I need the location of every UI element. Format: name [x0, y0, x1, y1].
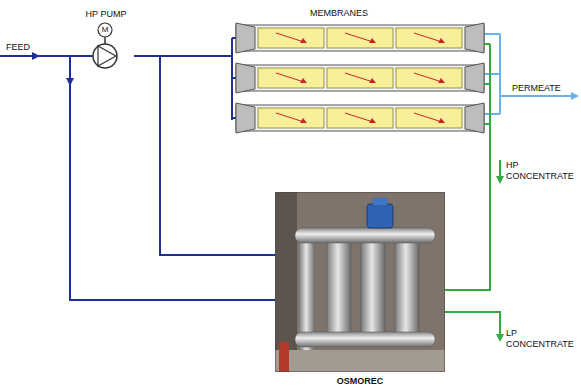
flow-arrow — [414, 73, 442, 82]
permeate-lines — [484, 34, 572, 114]
pressure-vessel — [236, 23, 484, 53]
permeate-header — [499, 34, 501, 114]
motor-circle — [98, 23, 112, 37]
flow-arrowhead — [438, 118, 445, 123]
node-text: M — [98, 23, 112, 37]
node-text: MEMBRANES — [310, 7, 368, 19]
branch-arrowhead — [66, 78, 74, 86]
membrane-element — [327, 108, 393, 128]
hp-arrowhead — [496, 176, 504, 184]
hp-concentrate-arrow — [499, 160, 501, 176]
concentrate-lines — [445, 160, 500, 334]
end-cap — [465, 23, 484, 53]
pressure-vessel — [236, 103, 484, 133]
flow-arrowhead — [300, 38, 307, 43]
photo-frame — [275, 192, 445, 372]
feed-manifold — [225, 38, 236, 120]
permeate-pipe — [500, 95, 572, 97]
lp-concentrate-pipe — [445, 312, 500, 334]
pipe-line — [445, 140, 490, 290]
pump-circle — [93, 44, 117, 68]
end-cap — [465, 103, 484, 133]
membrane-element — [258, 68, 324, 88]
photo-background — [275, 192, 445, 372]
motor-shaft — [104, 37, 106, 44]
flow-label: HP CONCENTRATE — [506, 160, 578, 182]
flow-arrow — [414, 113, 442, 122]
pump-impeller — [98, 46, 116, 66]
membrane-element — [396, 108, 462, 128]
photo-floor — [275, 350, 445, 372]
flow-arrowhead — [300, 118, 307, 123]
node-text: HP PUMP — [78, 8, 134, 20]
photo-floor-mark — [279, 342, 289, 372]
flow-label: LP CONCENTRATE — [506, 328, 578, 350]
vessel-tube — [236, 25, 484, 51]
vessel-tube — [236, 105, 484, 131]
membrane-element — [396, 28, 462, 48]
feed-line — [0, 56, 275, 300]
flow-arrow — [345, 73, 373, 82]
photo-header — [295, 228, 435, 243]
end-cap — [465, 63, 484, 93]
membrane-element — [258, 28, 324, 48]
flow-label: PERMEATE — [512, 83, 561, 94]
end-cap — [236, 23, 255, 53]
permeate-outlets — [484, 34, 500, 114]
feed-branch-pipe — [70, 56, 275, 300]
flow-arrow — [276, 33, 304, 42]
photo-cylinder — [395, 240, 419, 342]
membrane-element — [258, 108, 324, 128]
flow-arrowhead — [438, 78, 445, 83]
photo-motor-cap — [373, 198, 387, 205]
membrane-element — [396, 68, 462, 88]
flow-arrow — [345, 33, 373, 42]
photo-wall — [275, 192, 297, 352]
pressure-vessel — [236, 63, 484, 93]
flow-arrow — [414, 33, 442, 42]
flow-arrow — [276, 73, 304, 82]
flow-arrow — [345, 113, 373, 122]
osmorec-photo — [275, 192, 445, 372]
permeate-arrowhead — [571, 92, 579, 100]
feed-pipe — [0, 55, 93, 57]
flow-arrowhead — [438, 38, 445, 43]
flow-arrowhead — [300, 78, 307, 83]
pipe-connector — [134, 56, 275, 255]
flow-label: FEED — [6, 42, 30, 53]
osmorec-unit: OSMOREC — [275, 192, 445, 392]
photo-cylinder — [361, 240, 385, 342]
pipe-connector — [445, 140, 490, 290]
end-cap — [236, 63, 255, 93]
pipe-line — [134, 56, 275, 255]
flow-arrow — [276, 113, 304, 122]
photo-cylinder — [327, 240, 351, 342]
membrane-rack: MEMBRANES — [225, 2, 495, 140]
membrane-element — [327, 28, 393, 48]
flow-arrowhead — [369, 78, 376, 83]
pump-symbol: HP PUMP M — [78, 8, 134, 70]
photo-header — [295, 332, 435, 347]
membrane-element — [327, 68, 393, 88]
concentrate-header — [489, 44, 491, 140]
node-text: OSMOREC — [275, 375, 445, 387]
lp-arrowhead — [496, 334, 504, 342]
vessel-tube — [236, 65, 484, 91]
feed-arrowhead — [32, 52, 40, 60]
end-cap — [236, 103, 255, 133]
flow-arrowhead — [369, 38, 376, 43]
membrane-drawing — [225, 2, 495, 140]
photo-motor — [367, 204, 393, 228]
flow-arrowhead — [369, 118, 376, 123]
